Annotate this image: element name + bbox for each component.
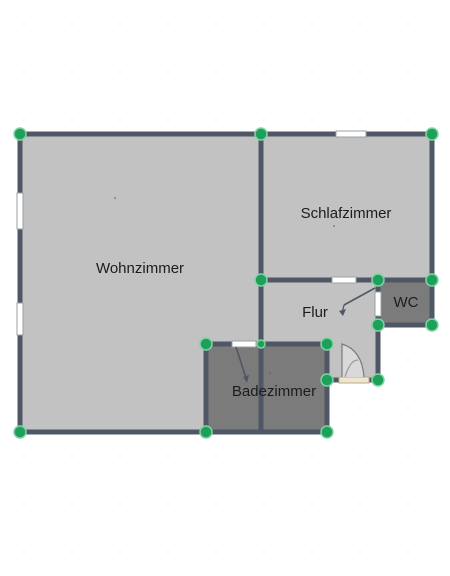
door-icon[interactable] — [341, 343, 365, 378]
grid-dot — [167, 503, 169, 505]
room-label-schlafzimmer: Schlafzimmer — [301, 205, 392, 222]
window-icon — [335, 130, 367, 138]
floor-wc[interactable] — [378, 280, 432, 325]
grid-dot — [311, 23, 313, 25]
grid-dot — [407, 71, 409, 73]
room-label-wc: WC — [394, 294, 419, 311]
grid-dot — [407, 503, 409, 505]
grid-dot — [263, 551, 265, 553]
grid-dot — [119, 503, 121, 505]
grid-dot — [71, 23, 73, 25]
grid-dot — [71, 455, 73, 457]
grid-dot — [167, 23, 169, 25]
grid-dot — [263, 503, 265, 505]
vertex-node-icon[interactable] — [199, 425, 213, 439]
grid-dot — [311, 503, 313, 505]
grid-dot — [311, 455, 313, 457]
door-icon[interactable] — [339, 287, 376, 316]
grid-dot — [359, 455, 361, 457]
grid-dot — [71, 119, 73, 121]
doors — [235, 287, 376, 383]
vertex-node-icon[interactable] — [320, 337, 334, 351]
vertex-node-icon[interactable] — [371, 318, 385, 332]
floor-badezimmer[interactable] — [206, 344, 327, 432]
vertex-node-icon[interactable] — [371, 373, 385, 387]
grid-dot — [215, 23, 217, 25]
grid-dot — [359, 503, 361, 505]
vertex-node-icon[interactable] — [13, 425, 27, 439]
door-threshold — [338, 376, 370, 384]
window-icon — [331, 276, 357, 284]
window-icon — [16, 192, 24, 230]
grid-dot — [407, 359, 409, 361]
grid-dot — [407, 407, 409, 409]
grid-dot — [23, 119, 25, 121]
vertex-node-icon[interactable] — [371, 273, 385, 287]
window-icon — [231, 340, 257, 348]
grid-dot — [263, 71, 265, 73]
grid-dot — [215, 119, 217, 121]
grid-dot — [359, 71, 361, 73]
grid-dot — [23, 455, 25, 457]
grid-dot — [167, 455, 169, 457]
room-label-badezimmer: Badezimmer — [232, 383, 316, 400]
wall-badezimmer — [203, 341, 330, 435]
vertex-node-icon[interactable] — [199, 337, 213, 351]
grid-dot — [263, 119, 265, 121]
grid-dot — [119, 119, 121, 121]
grid-dot — [311, 551, 313, 553]
room-labels: Wohnzimmer Schlafzimmer Flur WC Badezimm… — [96, 205, 419, 400]
grid-dot — [407, 23, 409, 25]
vertex-node-icon[interactable] — [320, 425, 334, 439]
floor-schlafzimmer[interactable] — [261, 134, 432, 280]
grid-dot — [359, 407, 361, 409]
grid-dot — [119, 551, 121, 553]
grid-dot — [167, 551, 169, 553]
vertex-node-icon[interactable] — [254, 273, 268, 287]
vertex-node-icon[interactable] — [320, 373, 334, 387]
grid-dot — [359, 23, 361, 25]
grid-dot — [167, 119, 169, 121]
grid-dot — [215, 503, 217, 505]
grid-dot — [359, 119, 361, 121]
grid-dot — [263, 23, 265, 25]
grid-dot — [119, 71, 121, 73]
grid-dot — [311, 71, 313, 73]
grid-dot — [71, 71, 73, 73]
grid-dot — [71, 551, 73, 553]
grid-dot — [23, 23, 25, 25]
window-icon — [374, 291, 382, 317]
floors — [20, 134, 432, 432]
window-icon — [16, 302, 24, 336]
grid-dot — [71, 503, 73, 505]
grid-dot — [23, 503, 25, 505]
door-icon[interactable] — [235, 346, 249, 383]
vertex-node-icon[interactable] — [425, 127, 439, 141]
grid-dot — [23, 551, 25, 553]
vertex-node-icon[interactable] — [425, 273, 439, 287]
grid-dot — [407, 455, 409, 457]
vertex-node-icon[interactable] — [13, 127, 27, 141]
room-label-wohnzimmer: Wohnzimmer — [96, 260, 184, 277]
grid-dot — [215, 551, 217, 553]
grid-dot — [359, 551, 361, 553]
vertex-nodes — [13, 127, 439, 439]
grid-dot — [119, 455, 121, 457]
grid-dot — [23, 71, 25, 73]
vertex-node-icon[interactable] — [256, 339, 266, 349]
room-center-marks — [114, 197, 335, 374]
grid-dot — [311, 119, 313, 121]
windows — [16, 130, 382, 384]
grid-dot — [407, 551, 409, 553]
vertex-node-icon[interactable] — [254, 127, 268, 141]
grid-dot — [119, 23, 121, 25]
grid-dot — [215, 455, 217, 457]
grid-dot — [263, 455, 265, 457]
grid-dot — [167, 71, 169, 73]
grid-dot — [407, 119, 409, 121]
vertex-node-icon[interactable] — [425, 318, 439, 332]
grid-dot — [215, 71, 217, 73]
room-label-flur: Flur — [302, 304, 328, 321]
